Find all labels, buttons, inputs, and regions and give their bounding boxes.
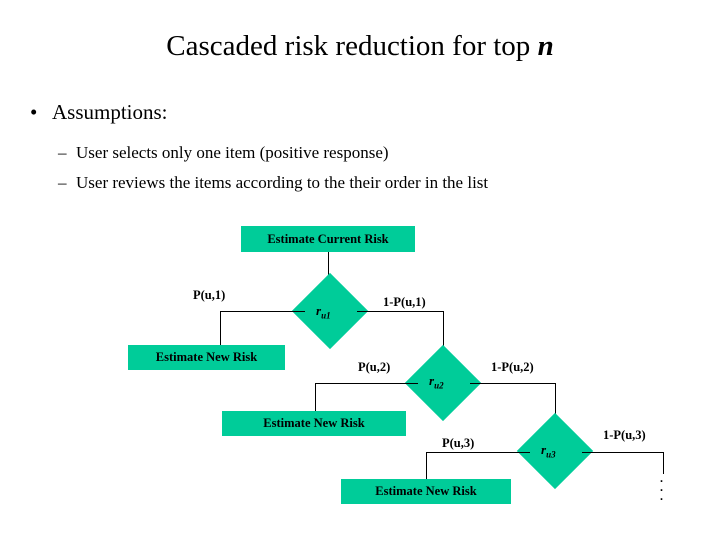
node-estimate-new-risk-1[interactable]: Estimate New Risk: [128, 345, 285, 370]
bullet-assumptions-label: Assumptions:: [52, 100, 168, 124]
node-estimate-current-risk-label: Estimate Current Risk: [267, 231, 389, 246]
sub-bullet-1-label: User selects only one item (positive res…: [76, 143, 389, 162]
page-title-italic: n: [537, 30, 554, 62]
connector-d1-left-h: [220, 311, 305, 312]
connector-current-to-d1: [328, 252, 329, 285]
edge-label-p-u-2: P(u,2): [358, 360, 391, 374]
decision-ru3-label-main: r: [541, 442, 547, 457]
decision-ru2-label-main: r: [429, 373, 435, 388]
sub-bullet-2-label: User reviews the items according to the …: [76, 173, 489, 192]
continuation-dot-1: .: [660, 471, 663, 485]
decision-ru2-label: ru2: [429, 373, 444, 391]
edge-label-p-u-3: P(u,3): [442, 436, 475, 450]
page-title: Cascaded risk reduction for top n: [0, 30, 720, 63]
node-estimate-new-risk-2-label: Estimate New Risk: [263, 416, 365, 430]
connector-d3-right-h: [582, 452, 663, 453]
dash-marker-icon: –: [58, 173, 67, 192]
dash-marker-icon: –: [58, 143, 67, 162]
edge-label-1-minus-p-u-2: 1-P(u,2): [491, 360, 534, 374]
edge-label-1-minus-p-u-1: 1-P(u,1): [383, 295, 426, 309]
connector-d1-left-v: [220, 311, 221, 346]
decision-ru1-label: ru1: [316, 303, 331, 321]
page-title-main: Cascaded risk reduction for top: [166, 30, 538, 62]
edge-label-p-u-1: P(u,1): [193, 288, 226, 302]
decision-ru2-label-sub: u2: [434, 380, 444, 391]
decision-ru3-label-sub: u3: [546, 449, 556, 460]
continuation-dot-2: .: [660, 480, 663, 494]
edge-label-1-minus-p-u-3: 1-P(u,3): [603, 428, 646, 442]
node-estimate-new-risk-2[interactable]: Estimate New Risk: [222, 411, 406, 436]
connector-d1-right-v: [443, 311, 444, 356]
continuation-ellipsis: . . .: [660, 471, 663, 503]
bullet-marker-icon: •: [30, 100, 38, 124]
node-estimate-new-risk-3[interactable]: Estimate New Risk: [341, 479, 511, 504]
decision-ru1-label-sub: u1: [321, 310, 331, 321]
sub-bullet-2: –User reviews the items according to the…: [58, 173, 488, 193]
connector-d2-left-v: [315, 383, 316, 411]
connector-d2-right-h: [470, 383, 555, 384]
sub-bullet-1: –User selects only one item (positive re…: [58, 143, 389, 163]
connector-d3-left-v: [426, 452, 427, 479]
decision-ru1-label-main: r: [316, 303, 322, 318]
connector-d2-right-v: [555, 383, 556, 425]
bullet-assumptions: • Assumptions:: [30, 100, 168, 125]
continuation-dot-3: .: [660, 489, 663, 503]
node-estimate-current-risk[interactable]: Estimate Current Risk: [241, 226, 415, 252]
connector-d2-left-h: [315, 383, 418, 384]
node-estimate-new-risk-3-label: Estimate New Risk: [375, 484, 477, 498]
connector-d1-right-h: [357, 311, 443, 312]
connector-d3-left-h: [426, 452, 530, 453]
connector-d3-right-v: [663, 452, 664, 474]
decision-ru3-label: ru3: [541, 442, 556, 460]
node-estimate-new-risk-1-label: Estimate New Risk: [155, 350, 258, 364]
